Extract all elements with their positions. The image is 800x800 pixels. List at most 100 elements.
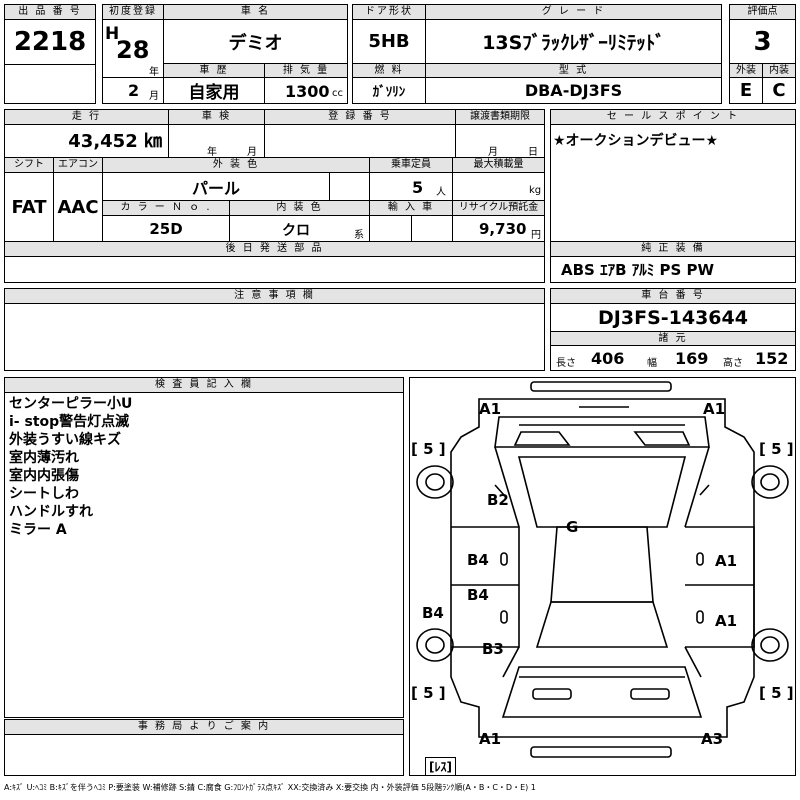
color-number-label: カ ラ ー Ｎ ｏ . (102, 200, 230, 216)
first-registration-box: H 28 年 (102, 19, 164, 78)
max-load-label: 最大積載量 (452, 157, 545, 173)
history: 自家用 (163, 77, 265, 104)
equipment: ABS ｴｱB ｱﾙﾐ PS PW (550, 256, 796, 283)
first-registration-label: 初度登録 (102, 4, 164, 20)
shift: FAT (4, 172, 54, 242)
displacement-unit: cc (332, 88, 343, 99)
diagram-b4-label-1: B4 (467, 551, 489, 569)
registration-number (264, 124, 456, 158)
diagram-b3-label: B3 (482, 640, 504, 658)
car-diagram (416, 381, 789, 758)
diagram-right-a1-2: A1 (715, 612, 738, 630)
inspector-notes: センターピラー小U i- stop警告灯点滅 外装うすい線キズ 室内薄汚れ 室内… (4, 392, 404, 718)
year-unit: 年 (149, 67, 159, 78)
inspector-line: 室内薄汚れ (9, 450, 79, 466)
registration-month-box: 2 月 (102, 77, 164, 104)
displacement-box: 1300 cc (264, 77, 348, 104)
office-box (4, 734, 404, 776)
registration-number-label: 登 録 番 号 (264, 109, 456, 125)
exterior-color: パール (102, 172, 330, 201)
inspector-line: i- stop警告灯点滅 (9, 414, 130, 430)
capacity-unit: 人 (436, 187, 446, 198)
score-label: 評価点 (729, 4, 796, 20)
sales-point-box: ★オークションデビュー★ (550, 124, 796, 242)
fuel-label: 燃 料 (352, 63, 426, 78)
grade-label: グ レ ー ド (425, 4, 722, 20)
notes-box (4, 303, 545, 371)
height: 152 (755, 349, 789, 368)
registration-year: 28 (116, 36, 150, 64)
diagram-less-label: [ﾚｽ] (425, 757, 456, 776)
height-label: 高さ (723, 358, 743, 369)
color-number: 25D (102, 215, 230, 242)
model-label: 型 式 (425, 63, 722, 78)
exterior-label: 外装 (729, 63, 763, 78)
inspector-line: ハンドルすれ (9, 504, 93, 520)
import-box-a (369, 215, 412, 242)
transfer-day-unit: 日 (528, 147, 538, 158)
diagram-tire-rear-right: [ 5 ] (759, 684, 794, 702)
dimensions-label: 諸 元 (550, 331, 796, 346)
exterior-grade: E (729, 77, 763, 104)
import-label: 輸 入 車 (369, 200, 453, 216)
recycle-unit: 円 (531, 230, 541, 241)
capacity-box: 5 人 (369, 172, 453, 201)
door-type: 5HB (352, 19, 426, 64)
sales-point-text: ★オークションデビュー★ (553, 133, 719, 149)
diagram-right-a1-1: A1 (715, 552, 738, 570)
diagram-b4-label-2: B4 (467, 586, 489, 604)
diagram-tire-front-right: [ 5 ] (759, 440, 794, 458)
displacement-label: 排 気 量 (264, 63, 348, 78)
diagram-b4-label-3: B4 (422, 604, 444, 622)
legend-text: A:ｷｽﾞ U:ﾍｺﾐ B:ｷｽﾞを伴うﾍｺﾐ P:要塗装 W:補修跡 S:錆 … (4, 783, 536, 792)
interior-color: クロ (282, 223, 310, 239)
era: H (105, 24, 120, 44)
length: 406 (591, 349, 625, 368)
transfer-deadline-label: 譲渡書類期限 (455, 109, 545, 125)
diagram-rear-right-label: A3 (701, 730, 724, 748)
width-label: 幅 (647, 358, 657, 369)
interior-color-unit: 系 (354, 230, 364, 241)
capacity-label: 乗車定員 (369, 157, 453, 173)
inspector-line: 外装うすい線キズ (9, 432, 121, 448)
interior-color-label: 内 装 色 (229, 200, 370, 216)
transfer-month-unit: 月 (488, 147, 498, 158)
capacity: 5 (412, 178, 424, 197)
chassis-label: 車 台 番 号 (550, 288, 796, 304)
import-box-b (411, 215, 453, 242)
recycle-box: 9,730 円 (452, 215, 545, 242)
diagram-tire-rear-left: [ 5 ] (411, 684, 446, 702)
registration-month: 2 (128, 81, 140, 100)
exterior-color-label: 外 装 色 (102, 157, 370, 173)
max-load-unit: kg (529, 185, 542, 196)
diagram-b2-label: B2 (487, 491, 509, 509)
lot-number-label: 出 品 番 号 (4, 4, 96, 20)
office-label: 事 務 局 よ り ご 案 内 (4, 719, 404, 735)
diagram-g-label: G (566, 518, 579, 536)
inspector-line: 室内内張傷 (9, 468, 79, 484)
notes-label: 注 意 事 項 欄 (4, 288, 545, 304)
transfer-deadline-box: 月 日 (455, 124, 545, 158)
shaken-year-unit: 年 (207, 147, 217, 158)
lot-number-blank (4, 64, 96, 104)
inspector-line: シートしわ (9, 486, 79, 502)
car-name: デミオ (163, 19, 348, 64)
aircon-label: エアコン (53, 157, 103, 173)
max-load-box: kg (452, 172, 545, 201)
interior-label: 内装 (762, 63, 796, 78)
recycle-label: リサイクル預託金 (452, 200, 545, 216)
grade: 13Sﾌﾞﾗｯｸﾚｻﾞｰﾘﾐﾃｯﾄﾞ (425, 19, 722, 64)
car-name-label: 車 名 (163, 4, 348, 20)
dimensions-box: 長さ 406 幅 169 高さ 152 (550, 345, 796, 371)
recycle-fee: 9,730 (479, 220, 527, 238)
mileage: 43,452 ㎞ (4, 124, 169, 158)
shaken-label: 車 検 (168, 109, 265, 125)
mileage-label: 走 行 (4, 109, 169, 125)
interior-grade: C (762, 77, 796, 104)
diagram-tire-front-left: [ 5 ] (411, 440, 446, 458)
overall-score: 3 (729, 19, 796, 64)
color-blank (329, 172, 370, 201)
month-unit: 月 (149, 91, 159, 102)
aircon: AAC (53, 172, 103, 242)
diagram-front-left-label: A1 (479, 400, 502, 418)
